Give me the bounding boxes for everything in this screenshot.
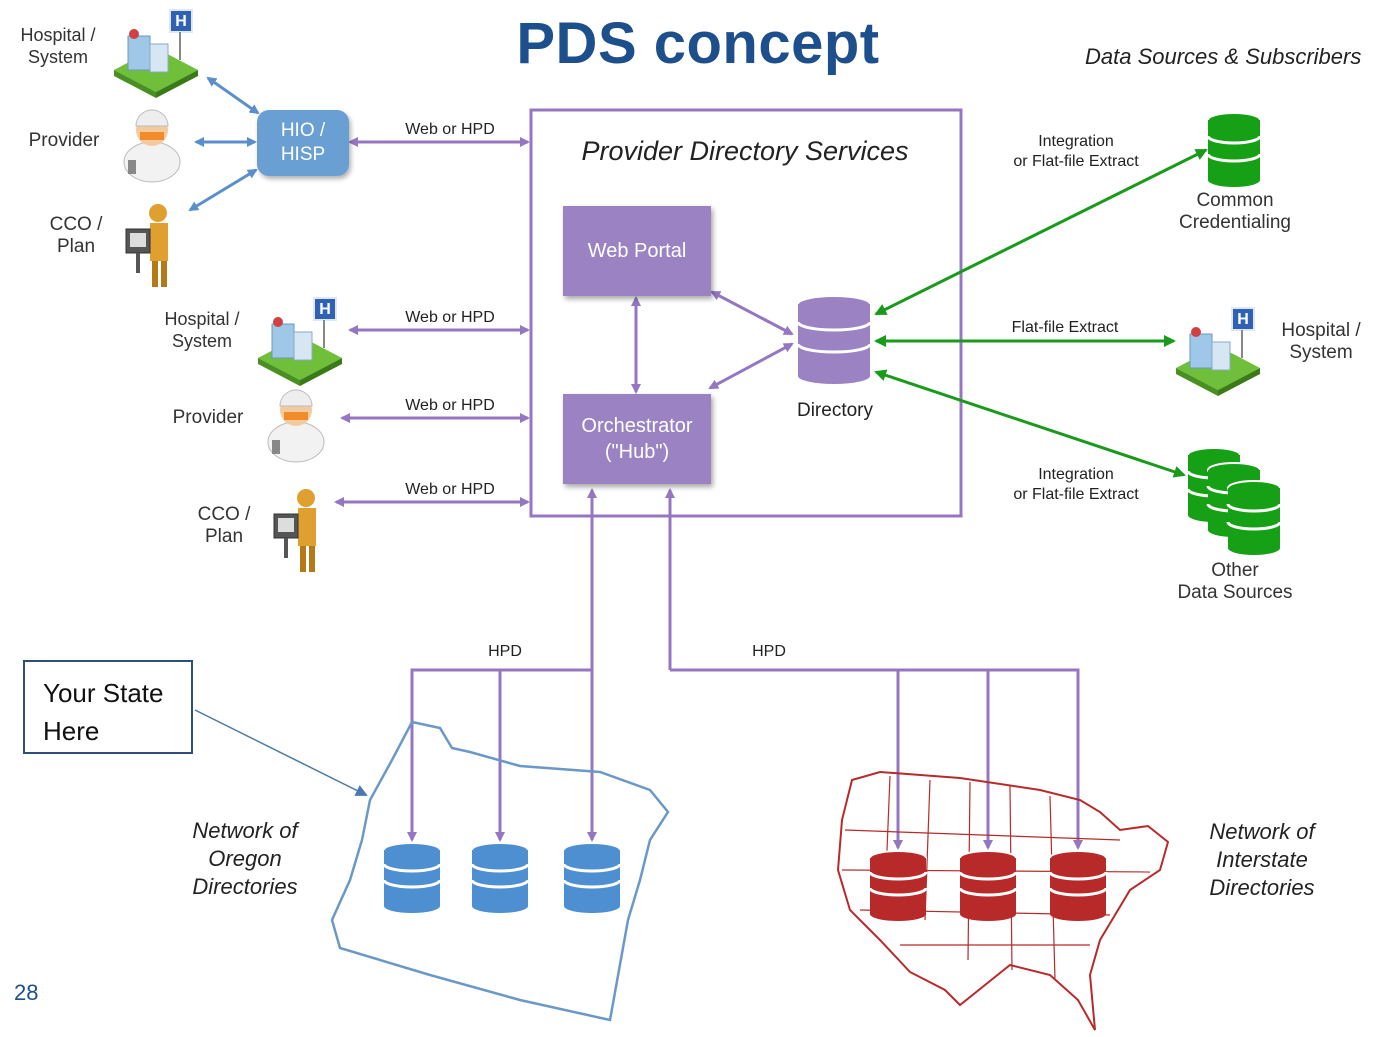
cco-icon — [125, 203, 169, 288]
directory-db-icon — [796, 294, 872, 386]
arrow-cco-hio — [188, 168, 258, 212]
link-label-hpd-left: HPD — [488, 643, 522, 660]
page-title: PDS concept — [516, 11, 880, 76]
link-label-integration-bottom: Integration or Flat-file Extract — [1013, 466, 1139, 503]
page-number: 28 — [14, 980, 39, 1005]
hospital-label-right: Hospital / System — [1281, 320, 1361, 363]
common-db-icon — [1206, 111, 1262, 189]
callout-arrow — [194, 709, 368, 796]
arrow-portal-directory — [710, 290, 794, 336]
arrow-directory-common — [874, 148, 1208, 316]
provider-icon-2 — [267, 389, 325, 463]
oregon-map-outline — [330, 720, 670, 1022]
hospital-label: Hospital / System — [20, 25, 96, 67]
arrow-hpd-oregon-1 — [407, 668, 592, 842]
arrow-hospital-hio — [206, 76, 260, 115]
your-state-callout: Your State Here — [23, 660, 193, 754]
link-label-cco: Web or HPD — [405, 481, 495, 498]
link-label-integration-top: Integration or Flat-file Extract — [1013, 133, 1139, 170]
arrow-hpd-interstate-3 — [670, 668, 1083, 850]
interstate-network-label: Network of Interstate Directories — [1209, 819, 1315, 900]
link-label-hio: Web or HPD — [405, 121, 495, 138]
cco-label-2: CCO / Plan — [197, 504, 251, 547]
other-db-icon-3 — [1226, 479, 1282, 557]
link-label-hospital: Web or HPD — [405, 309, 495, 326]
cco-label: CCO / Plan — [49, 214, 103, 257]
oregon-network-label: Network of Oregon Directories — [192, 818, 298, 899]
hospital-icon — [113, 9, 199, 99]
link-label-flatfile: Flat-file Extract — [1011, 319, 1119, 336]
orchestrator-box: Orchestrator ("Hub") — [563, 394, 711, 484]
provider-label-2: Provider — [172, 407, 244, 428]
interstate-db-icon-1 — [868, 849, 928, 923]
pds-title: Provider Directory Services — [581, 136, 909, 166]
interstate-db-icon-2 — [958, 849, 1018, 923]
other-sources-label: Other Data Sources — [1177, 560, 1293, 603]
oregon-db-icon-3 — [562, 841, 622, 915]
directory-label: Directory — [796, 400, 873, 421]
usa-map-outline — [836, 770, 1170, 1031]
common-credentialing-label: Common Credentialing — [1179, 190, 1291, 233]
arrow-directory-other — [874, 369, 1186, 478]
oregon-db-icon-2 — [470, 841, 530, 915]
hospital-icon-right — [1175, 307, 1261, 397]
hio-hisp-box: HIO / HISP — [257, 110, 349, 176]
web-portal-box: Web Portal — [563, 206, 711, 296]
subtitle: Data Sources & Subscribers — [1085, 44, 1362, 69]
interstate-db-icon-3 — [1048, 849, 1108, 923]
oregon-db-icon-1 — [382, 841, 442, 915]
provider-icon — [123, 109, 181, 183]
cco-icon-2 — [273, 488, 317, 573]
link-label-provider: Web or HPD — [405, 397, 495, 414]
provider-label: Provider — [28, 130, 100, 151]
hospital-label-2: Hospital / System — [164, 309, 240, 351]
arrow-hub-directory — [708, 342, 794, 390]
hospital-icon-2 — [257, 297, 343, 387]
link-label-hpd-right: HPD — [752, 643, 786, 660]
